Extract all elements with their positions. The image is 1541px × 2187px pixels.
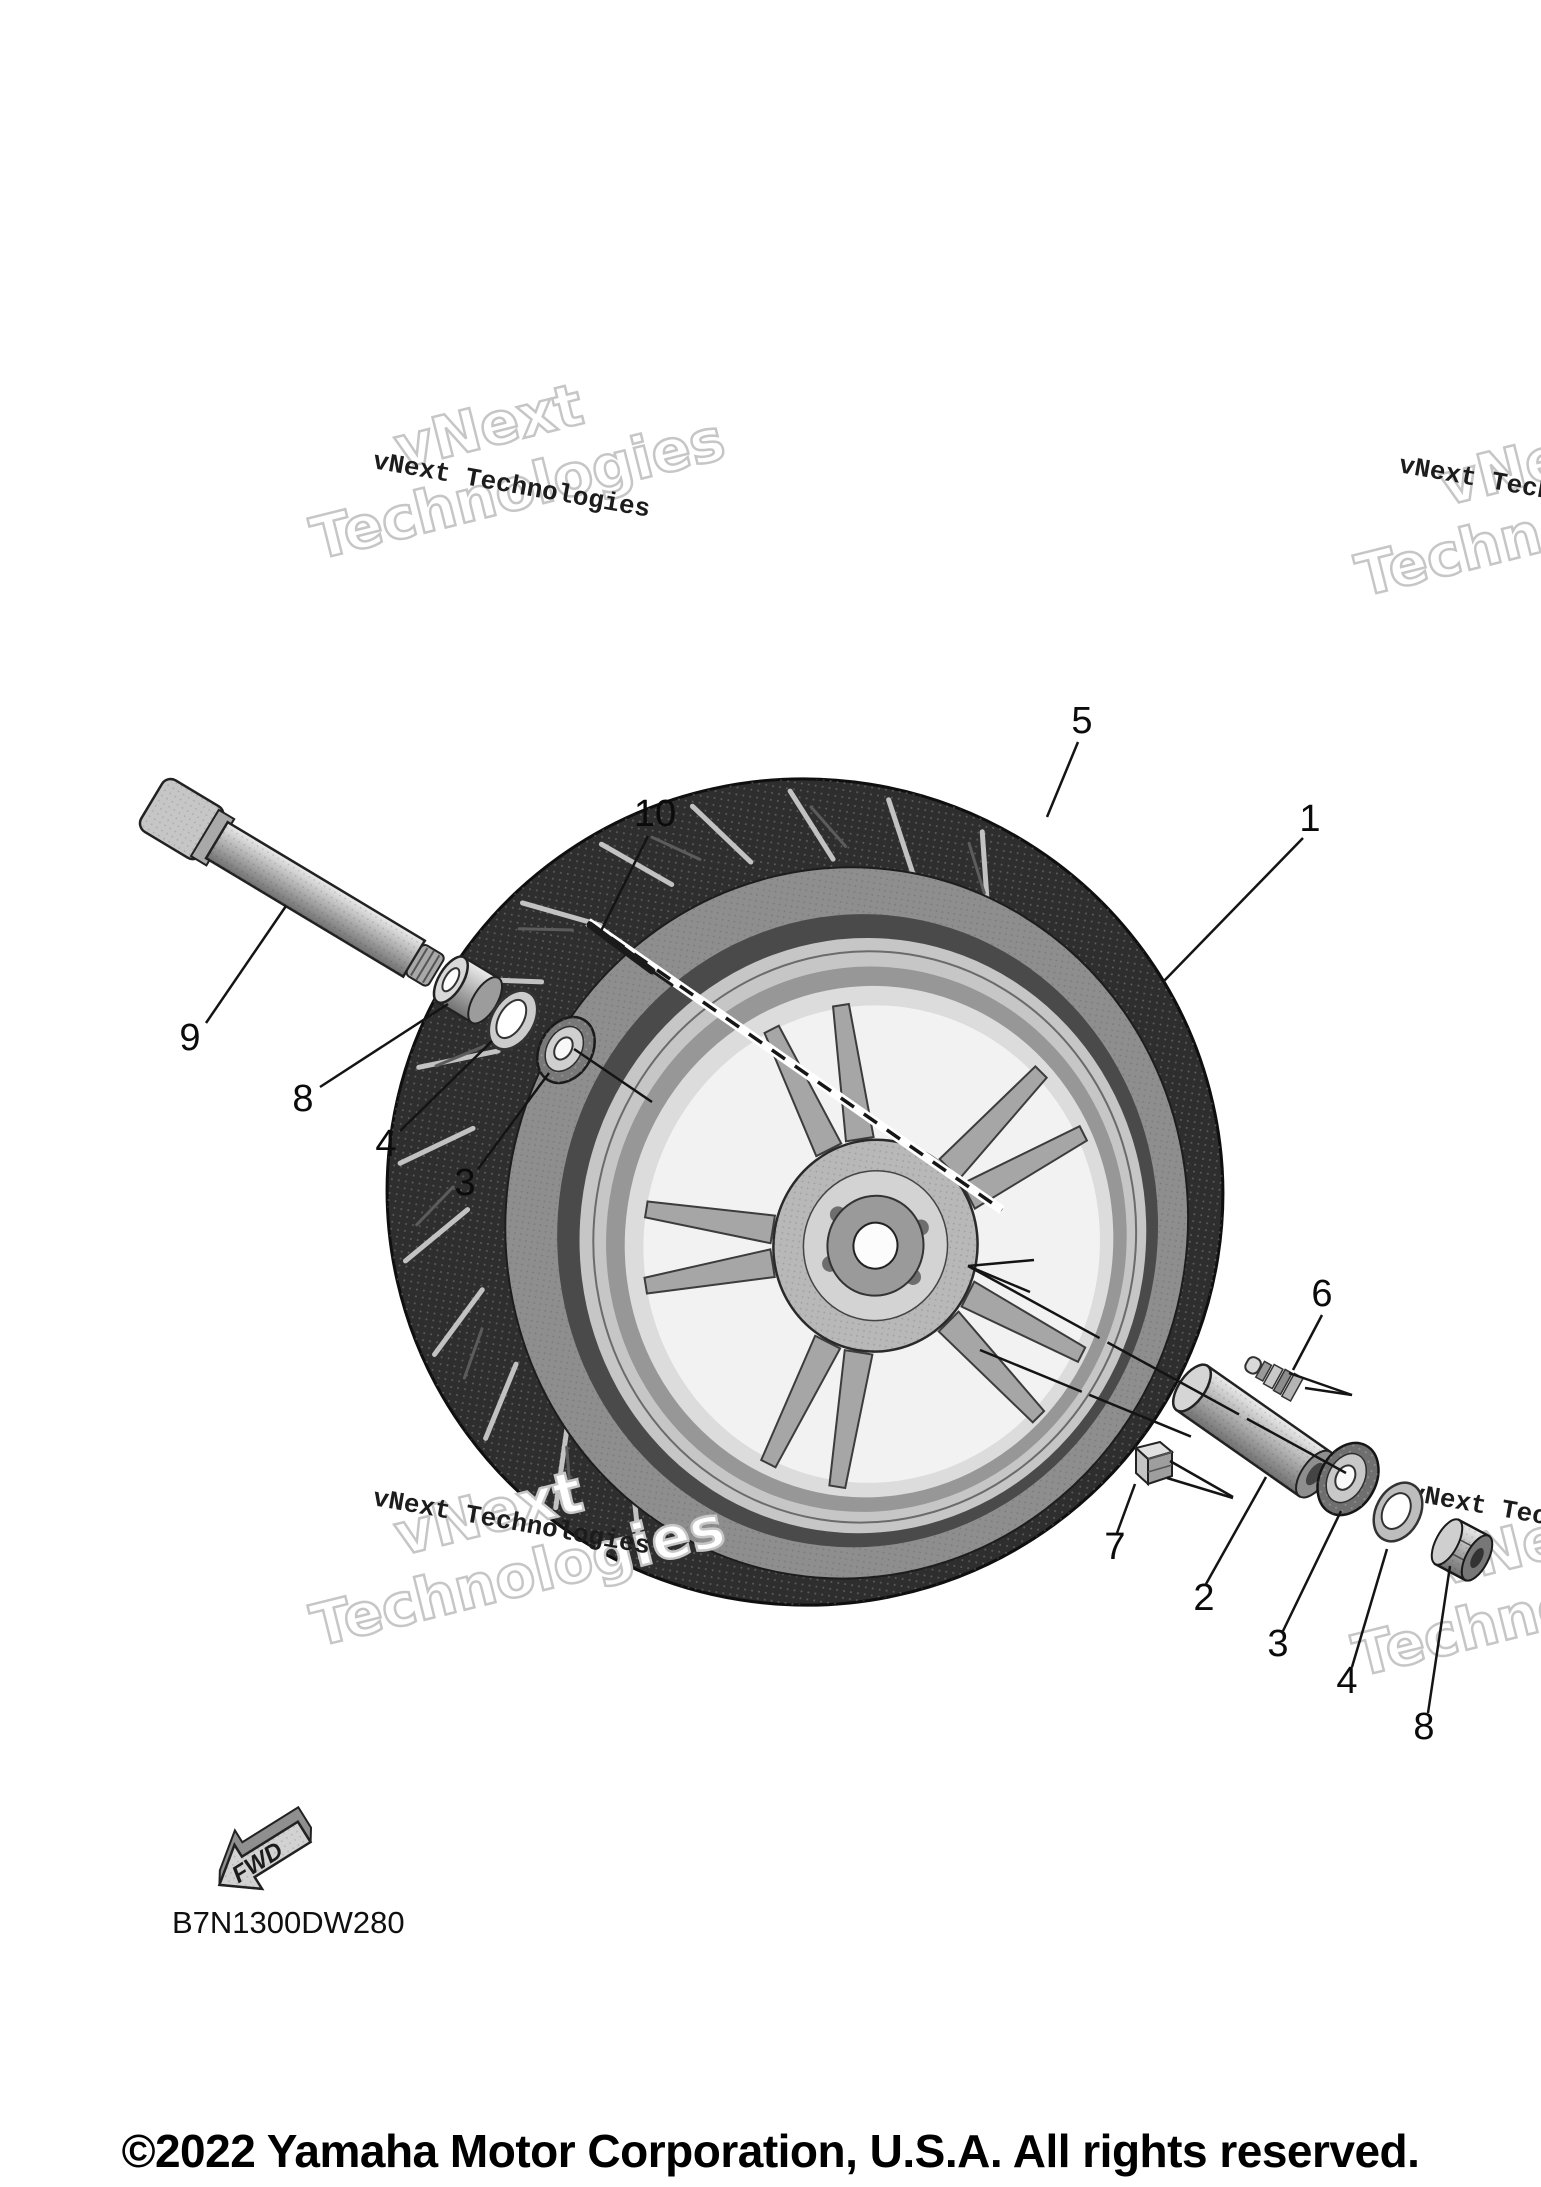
leader-8-left <box>319 1002 449 1089</box>
wheel-spokes <box>643 1002 1089 1490</box>
callout-1: 1 <box>1299 798 1320 840</box>
leader-4-left <box>399 1040 493 1132</box>
part-4-oil-seal-right <box>1372 1481 1424 1543</box>
leader-7-arrow <box>1166 1476 1234 1500</box>
leader-6-arrow <box>1304 1386 1353 1397</box>
leader-5 <box>1045 741 1080 818</box>
leader-6 <box>1291 1314 1324 1371</box>
part-10-sensor-pin <box>586 921 674 987</box>
tread-sipe <box>432 1287 485 1357</box>
part-6-valve-stem <box>1244 1356 1305 1403</box>
part-3-bearing-right <box>1316 1441 1380 1517</box>
tread-sipe <box>434 1044 487 1068</box>
spoke <box>643 1200 777 1245</box>
tread-sipe <box>415 1185 455 1227</box>
leader-4-right <box>1350 1548 1389 1668</box>
leader-9 <box>204 905 288 1024</box>
callout-10: 10 <box>634 793 676 835</box>
leader-7-arrow <box>1169 1459 1234 1499</box>
callout-8-right: 8 <box>1413 1706 1434 1748</box>
spoke <box>831 1002 875 1143</box>
tread-sipe <box>886 797 917 879</box>
tread-sipe <box>967 841 986 895</box>
tread-sipe <box>689 803 754 865</box>
front-wheel-illustration <box>385 777 1225 1607</box>
hub-assembly-arrow <box>967 1264 1031 1294</box>
leader-2 <box>1204 1476 1268 1585</box>
tread-sipe <box>809 805 848 848</box>
tread-sipe <box>416 1048 501 1070</box>
callout-5: 5 <box>1071 700 1092 742</box>
callout-6: 6 <box>1311 1273 1332 1315</box>
part-4-oil-seal-left <box>487 989 539 1051</box>
copyright-line: ©2022 Yamaha Motor Corporation, U.S.A. A… <box>121 2125 1420 2177</box>
callout-4-left: 4 <box>375 1123 396 1165</box>
hub-assembly-line <box>967 1264 1347 1475</box>
leader-3-left-ext <box>573 1047 653 1104</box>
callout-labels: 1 2 3 3 4 4 5 6 7 8 8 9 10 <box>179 700 1434 1748</box>
callout-9: 9 <box>179 1017 200 1059</box>
leader-3-left <box>476 1072 551 1170</box>
callout-7: 7 <box>1104 1526 1125 1568</box>
tread-sipe <box>553 1425 570 1511</box>
part-9-front-axle <box>138 777 445 987</box>
tread-sipe <box>598 841 675 888</box>
callout-3-right: 3 <box>1267 1623 1288 1665</box>
callout-4-right: 4 <box>1336 1660 1357 1702</box>
tread-sipe <box>462 1327 484 1380</box>
spoke <box>938 1064 1049 1181</box>
callout-8-left: 8 <box>292 1078 313 1120</box>
leader-lines <box>204 741 1452 1714</box>
part-7-wheel-weight <box>1133 1440 1175 1487</box>
tread-sipe <box>565 1445 573 1501</box>
callout-2: 2 <box>1193 1577 1214 1619</box>
fwd-direction-arrow: FWD <box>217 1805 313 1891</box>
leader-7 <box>1115 1483 1137 1534</box>
spoke <box>960 1124 1089 1211</box>
tread-sipe <box>517 927 574 932</box>
tread-sipe <box>787 788 836 862</box>
leader-10 <box>599 835 650 932</box>
spoke <box>828 1349 874 1490</box>
watermark-top-right: vNext Technologies vNext Technologies <box>1348 406 1541 612</box>
wheel-hub <box>772 1138 979 1353</box>
hub-assembly-line-2 <box>979 1348 1193 1439</box>
part-2-spacer-tube <box>1171 1363 1335 1499</box>
spoke <box>937 1310 1046 1424</box>
tread-sipe <box>650 835 702 861</box>
spoke <box>759 1334 842 1469</box>
axle-centerline <box>585 918 1005 1214</box>
hub-assembly-arrow <box>967 1258 1035 1268</box>
leader-6-arrow <box>1288 1371 1353 1397</box>
callout-3-left: 3 <box>454 1162 475 1204</box>
part-3-bearing-left <box>536 1015 596 1085</box>
tread-sipe <box>483 1361 519 1441</box>
spoke <box>643 1248 776 1295</box>
part-code: B7N1300DW280 <box>172 1905 405 1940</box>
tread-sipe <box>519 900 604 928</box>
hub-bore <box>852 1221 899 1270</box>
tread-sipe <box>397 1125 476 1166</box>
rim-groove-ring <box>592 950 1138 1524</box>
watermark-top-left: vNext Technologies vNext Technologies <box>303 369 732 575</box>
part-8-collar-left <box>432 955 504 1025</box>
leader-3-right <box>1281 1510 1343 1632</box>
leader-8-right <box>1426 1565 1452 1714</box>
part-8-collar-right <box>1430 1518 1494 1582</box>
tread-sipe <box>402 1207 471 1264</box>
leader-1 <box>1162 837 1304 983</box>
spoke <box>960 1280 1087 1364</box>
tread-sipes <box>397 788 991 1561</box>
